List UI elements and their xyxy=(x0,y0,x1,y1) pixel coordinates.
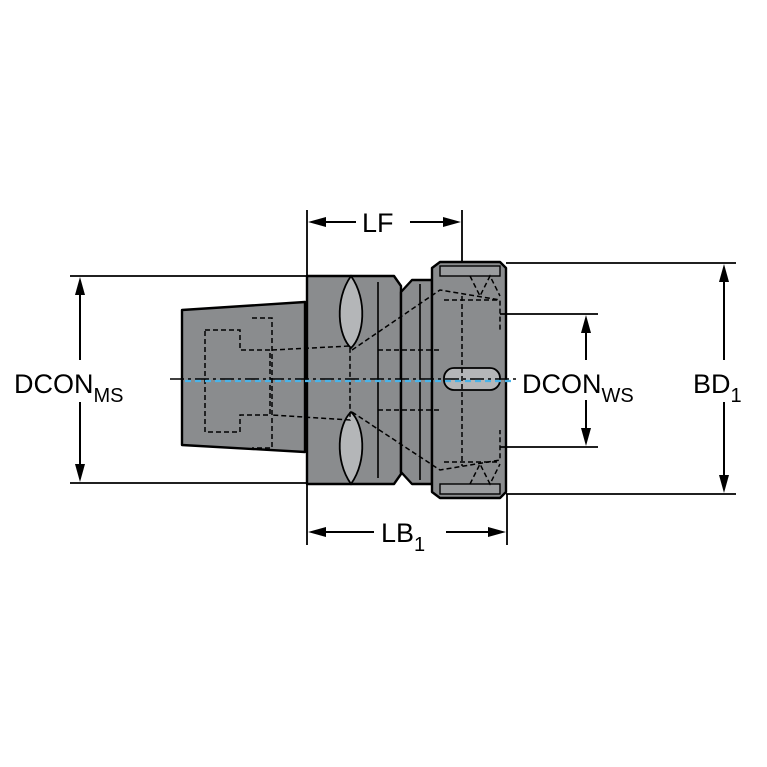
drive-slot-top xyxy=(338,274,364,350)
svg-text:LB1: LB1 xyxy=(381,518,425,556)
dim-bd1: BD1 xyxy=(506,262,742,495)
dim-lf: LF xyxy=(306,208,463,276)
hidden-taper-top xyxy=(351,289,501,351)
dcon-ms-label: DCON xyxy=(14,369,94,399)
arrow-dcon-ws-bottom xyxy=(581,428,591,446)
lf-label: LF xyxy=(362,208,394,238)
dim-dcon-ws: DCONWS xyxy=(500,313,634,448)
svg-text:DCONMS: DCONMS xyxy=(14,369,124,407)
hidden-bore-flange xyxy=(271,345,351,421)
svg-text:DCONWS: DCONWS xyxy=(522,369,634,407)
arrow-lb1-right xyxy=(488,527,506,537)
hidden-collet-seat xyxy=(444,296,500,466)
nut-band-bottom xyxy=(439,483,501,495)
dim-dcon-ms: DCONMS xyxy=(14,275,307,484)
dim-lb1: LB1 xyxy=(306,484,508,556)
arrow-lf-right xyxy=(443,217,461,227)
lb1-label: LB xyxy=(381,518,414,548)
hidden-thread-top xyxy=(469,274,501,298)
svg-text:BD1: BD1 xyxy=(693,369,742,407)
hidden-bore-shank xyxy=(204,329,271,433)
hidden-lines xyxy=(204,274,501,486)
arrow-lb1-left xyxy=(308,527,326,537)
dcon-ws-subscript: WS xyxy=(602,385,634,407)
bd1-label: BD xyxy=(693,369,731,399)
hidden-thread-bottom xyxy=(469,462,501,486)
dcon-ws-label: DCON xyxy=(522,369,602,399)
arrow-dcon-ms-bottom xyxy=(75,464,85,482)
arrow-lf-left xyxy=(308,217,326,227)
arrow-dcon-ms-top xyxy=(75,277,85,295)
hidden-inner-bore xyxy=(378,349,440,411)
arrow-bd1-top xyxy=(719,264,729,282)
drive-slot-bottom xyxy=(338,410,364,486)
nut-band xyxy=(439,265,501,277)
hidden-screw-shank xyxy=(252,317,273,449)
hidden-taper-bottom xyxy=(351,411,501,471)
bd1-subscript: 1 xyxy=(731,385,742,407)
lb1-subscript: 1 xyxy=(414,534,425,556)
shank xyxy=(180,300,307,454)
arrow-dcon-ws-top xyxy=(581,315,591,333)
dcon-ms-subscript: MS xyxy=(94,385,124,407)
arrow-bd1-bottom xyxy=(719,475,729,493)
